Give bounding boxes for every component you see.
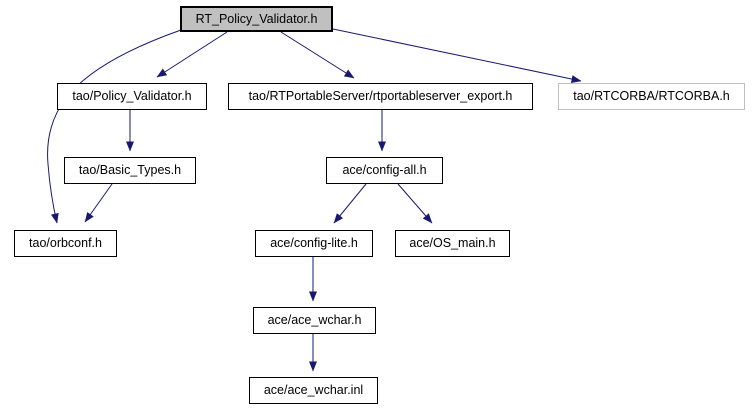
node-tao-basic-types-h[interactable]: tao/Basic_Types.h xyxy=(64,157,196,184)
node-tao-rtcorba-rtcorba-h: tao/RTCORBA/RTCORBA.h xyxy=(558,83,745,110)
edge-rt-policy-validator-h-to-tao-policy-validator-h xyxy=(156,31,228,78)
edge-rt-policy-validator-h-to-tao-rtcorba-rtcorba-h xyxy=(332,28,582,83)
edge-rt-policy-validator-h-to-tao-rtportableserver-rtportableserver-export-h xyxy=(280,31,355,79)
edge-group xyxy=(47,28,582,372)
edge-ace-config-all-h-to-ace-os-main-h xyxy=(397,183,433,224)
node-ace-ace-wchar-inl[interactable]: ace/ace_wchar.inl xyxy=(249,377,378,404)
node-tao-orbconf-h[interactable]: tao/orbconf.h xyxy=(14,230,117,257)
node-rt-policy-validator-h: RT_Policy_Validator.h xyxy=(180,6,333,32)
node-tao-rtportableserver-rtportableserver-export-h[interactable]: tao/RTPortableServer/rtportableserver_ex… xyxy=(228,83,533,110)
node-ace-config-all-h[interactable]: ace/config-all.h xyxy=(326,157,443,184)
node-ace-ace-wchar-h[interactable]: ace/ace_wchar.h xyxy=(253,307,376,334)
edge-tao-basic-types-h-to-tao-orbconf-h xyxy=(84,183,113,223)
node-ace-config-lite-h[interactable]: ace/config-lite.h xyxy=(255,230,373,257)
node-ace-os-main-h[interactable]: ace/OS_main.h xyxy=(395,230,510,257)
edge-ace-config-all-h-to-ace-config-lite-h xyxy=(333,183,367,224)
node-tao-policy-validator-h[interactable]: tao/Policy_Validator.h xyxy=(57,83,207,110)
edge-rt-policy-validator-h-to-tao-orbconf-h xyxy=(47,29,182,224)
